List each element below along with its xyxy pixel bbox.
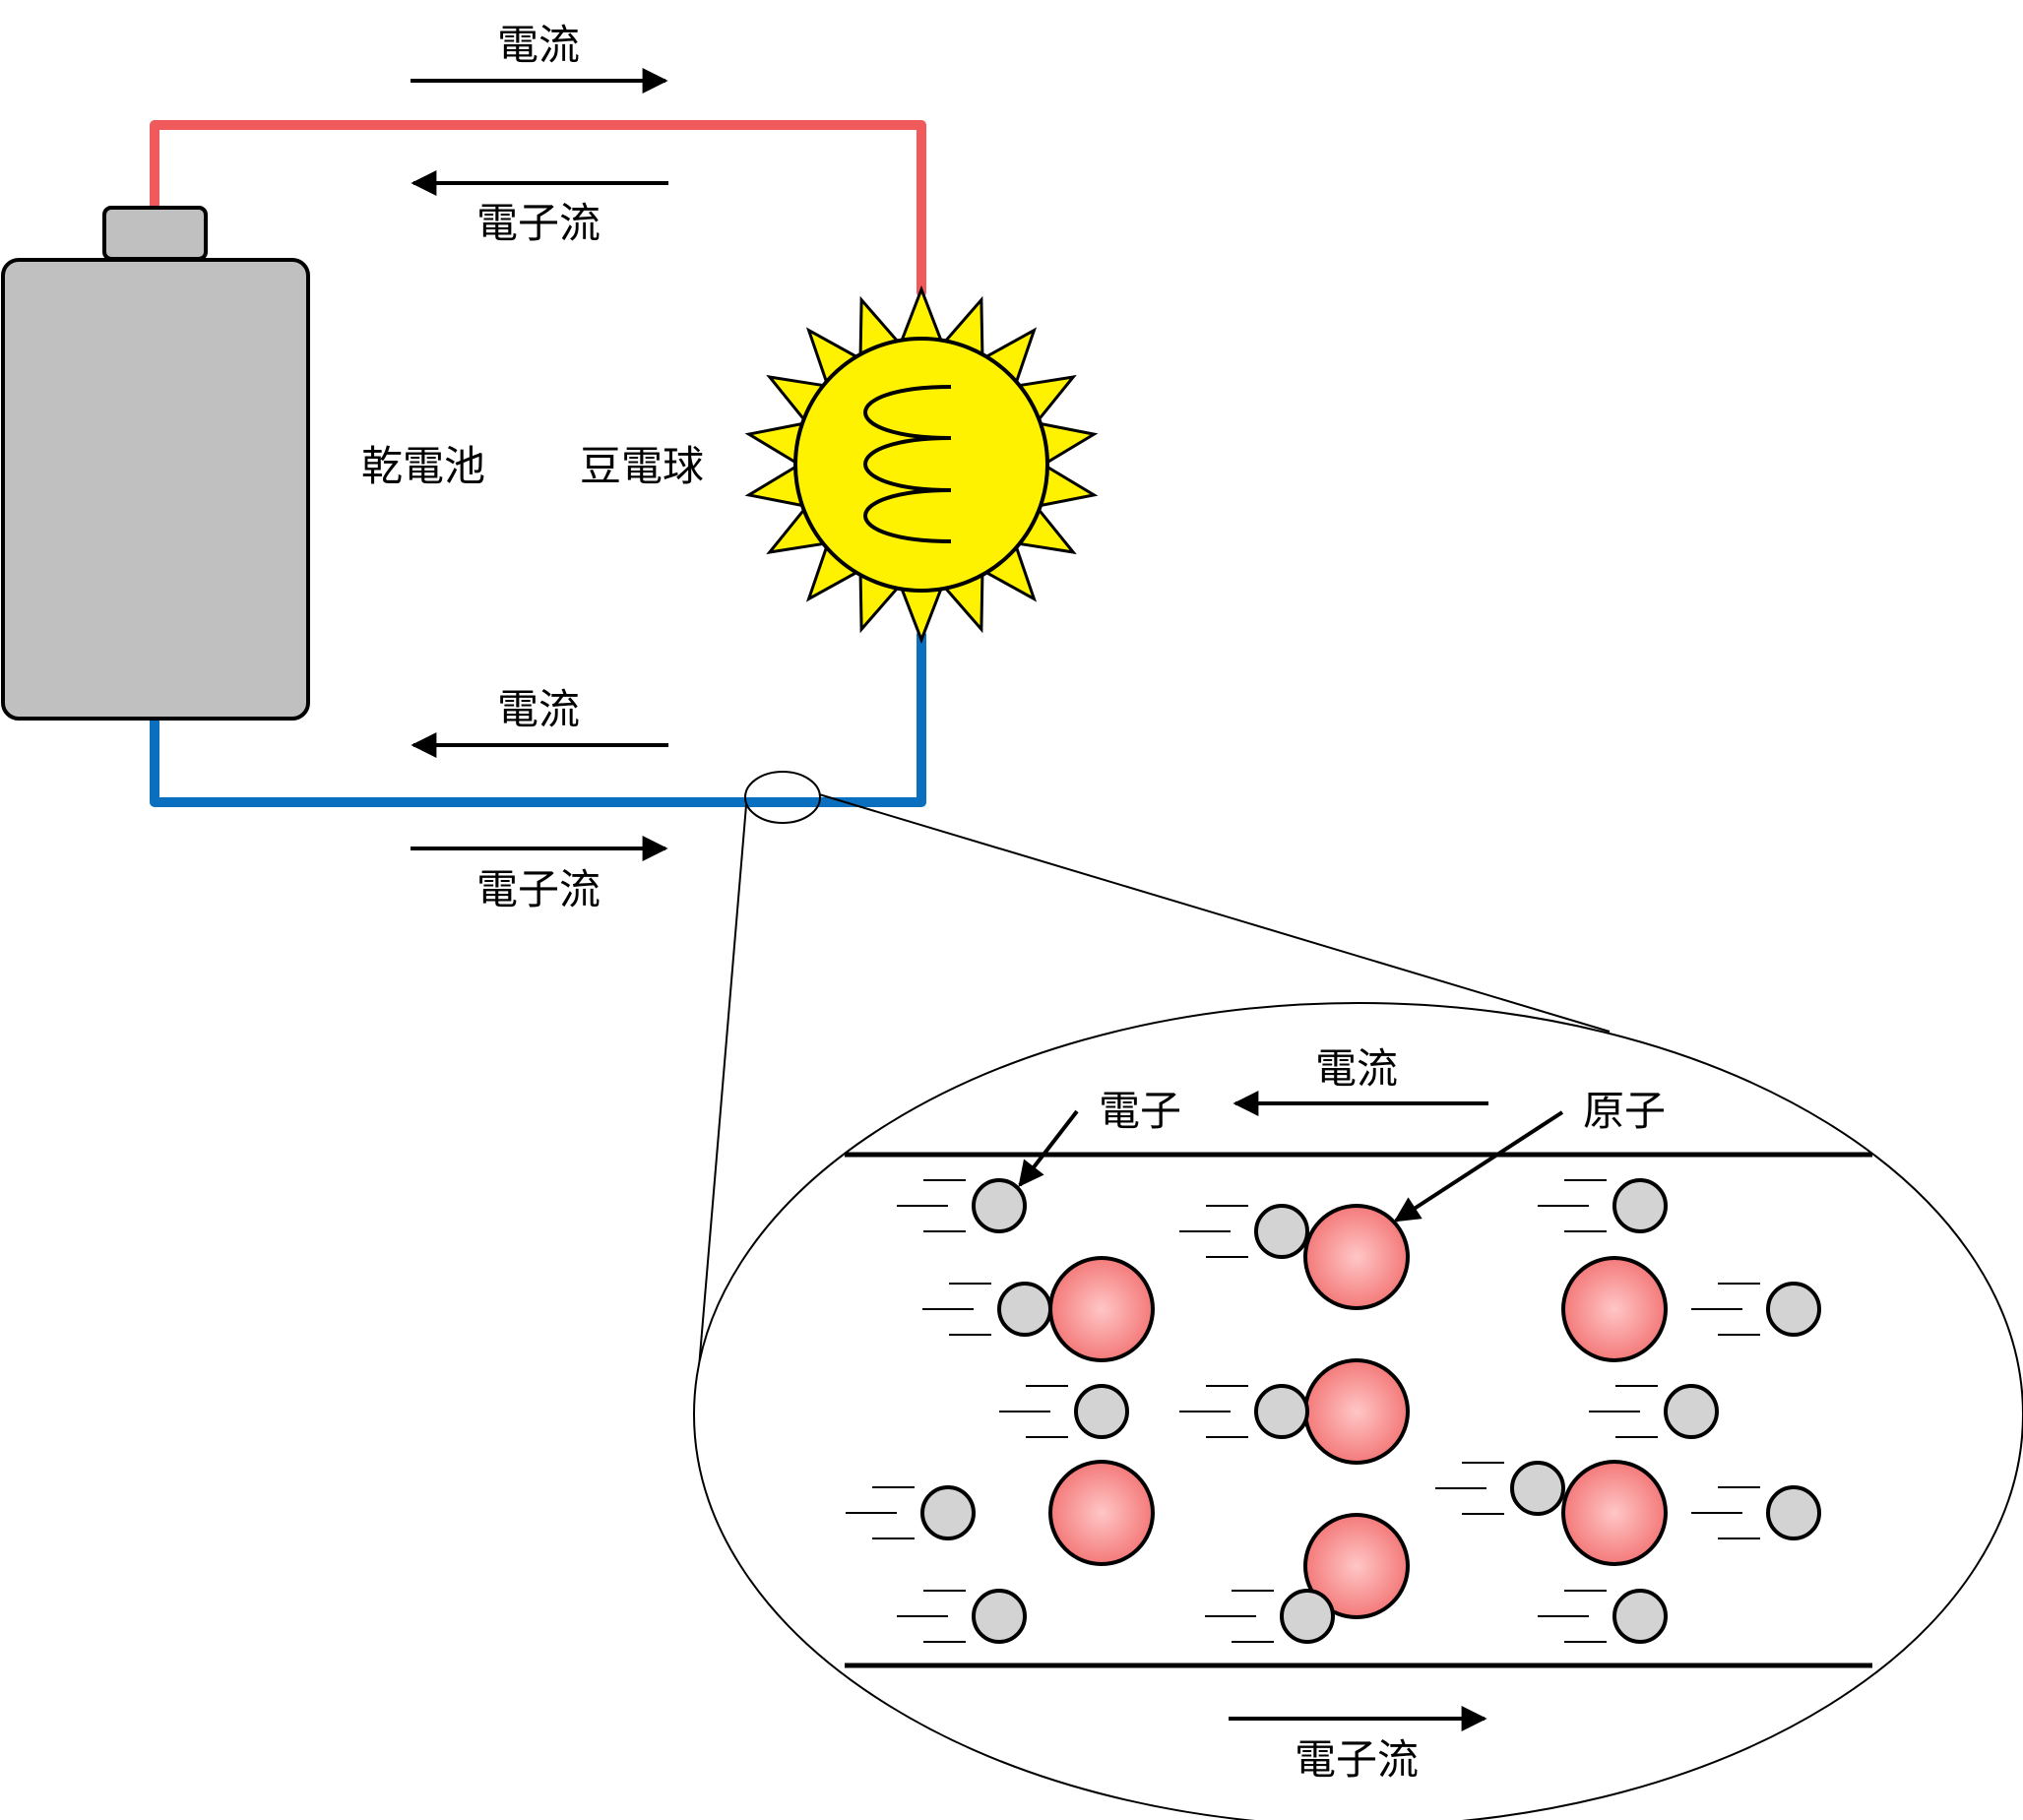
bulb-glass [793, 337, 1049, 593]
atom-callout: 原子 [1393, 1087, 1666, 1223]
atom-label: 原子 [1583, 1087, 1666, 1135]
electron-particle [1074, 1384, 1129, 1439]
atom-7 [1303, 1513, 1410, 1619]
electron-particle [1254, 1204, 1309, 1259]
electron-13 [1205, 1589, 1335, 1644]
electron-particle [997, 1282, 1052, 1337]
positive-wire [150, 120, 926, 297]
circuit-wires [150, 120, 926, 807]
electron-particle [1766, 1485, 1821, 1540]
electron-particle [972, 1589, 1027, 1644]
bulb-label: 豆電球 [580, 442, 704, 490]
zoom-line-right [818, 793, 1611, 1033]
battery-icon [1, 206, 310, 721]
electron-particle [1510, 1461, 1565, 1516]
electron-14 [1538, 1589, 1668, 1644]
electron-12 [897, 1589, 1027, 1644]
electron-label: 電子 [1099, 1087, 1181, 1135]
bottom-current-label: 電流 [497, 685, 580, 733]
bottom-electron-flow-indicator: 電子流 [411, 836, 668, 913]
electron-particle [1766, 1282, 1821, 1337]
electron-callout-arrow [1018, 1109, 1079, 1188]
electron-particle [1664, 1384, 1719, 1439]
electron-4 [922, 1282, 1052, 1337]
top-current-label: 電流 [497, 21, 580, 69]
electron-6 [999, 1384, 1129, 1439]
electron-particle [1612, 1589, 1668, 1644]
electron-11 [1691, 1485, 1821, 1540]
atom-6 [1561, 1460, 1668, 1566]
zoom-current-label: 電流 [1315, 1044, 1398, 1093]
electron-1 [897, 1178, 1027, 1233]
atom-1 [1303, 1204, 1410, 1310]
electron-5 [1691, 1282, 1821, 1337]
electron-10 [1435, 1461, 1565, 1516]
electron-particle [972, 1178, 1027, 1233]
coil-filament-icon [863, 385, 952, 543]
bottom-electron-flow-label: 電子流 [476, 865, 601, 913]
zoom-electron-flow-label: 電子流 [1295, 1735, 1419, 1784]
negative-wire [150, 630, 926, 807]
atom-3 [1561, 1256, 1668, 1362]
battery-terminal [102, 206, 208, 261]
atoms [1048, 1204, 1668, 1619]
bottom-current-indicator: 電流 [411, 685, 668, 758]
electron-3 [1538, 1178, 1668, 1233]
electron-callout: 電子 [1018, 1087, 1181, 1188]
electron-2 [1179, 1204, 1309, 1259]
electron-particle [1254, 1384, 1309, 1439]
electron-particle [1280, 1589, 1335, 1644]
electron-9 [846, 1485, 976, 1540]
zoom-line-left [694, 804, 747, 1415]
top-current-indicator: 電流 [411, 21, 668, 94]
zoom-source-ellipse [744, 771, 821, 824]
electrons [846, 1178, 1821, 1644]
battery-label: 乾電池 [361, 442, 485, 490]
zoom-electron-flow-indicator: 電子流 [1229, 1706, 1487, 1784]
top-electron-flow-indicator: 電子流 [411, 170, 668, 247]
battery-body [1, 258, 310, 721]
electron-8 [1589, 1384, 1719, 1439]
atom-2 [1048, 1256, 1155, 1362]
electron-7 [1179, 1384, 1309, 1439]
top-electron-flow-label: 電子流 [476, 199, 601, 247]
electron-particle [1612, 1178, 1668, 1233]
atom-5 [1048, 1460, 1155, 1566]
atom-4 [1303, 1358, 1410, 1465]
atom-callout-arrow [1393, 1110, 1564, 1223]
zoom-current-indicator: 電流 [1233, 1044, 1488, 1116]
bulb-icon [744, 284, 1099, 645]
electron-particle [920, 1485, 976, 1540]
